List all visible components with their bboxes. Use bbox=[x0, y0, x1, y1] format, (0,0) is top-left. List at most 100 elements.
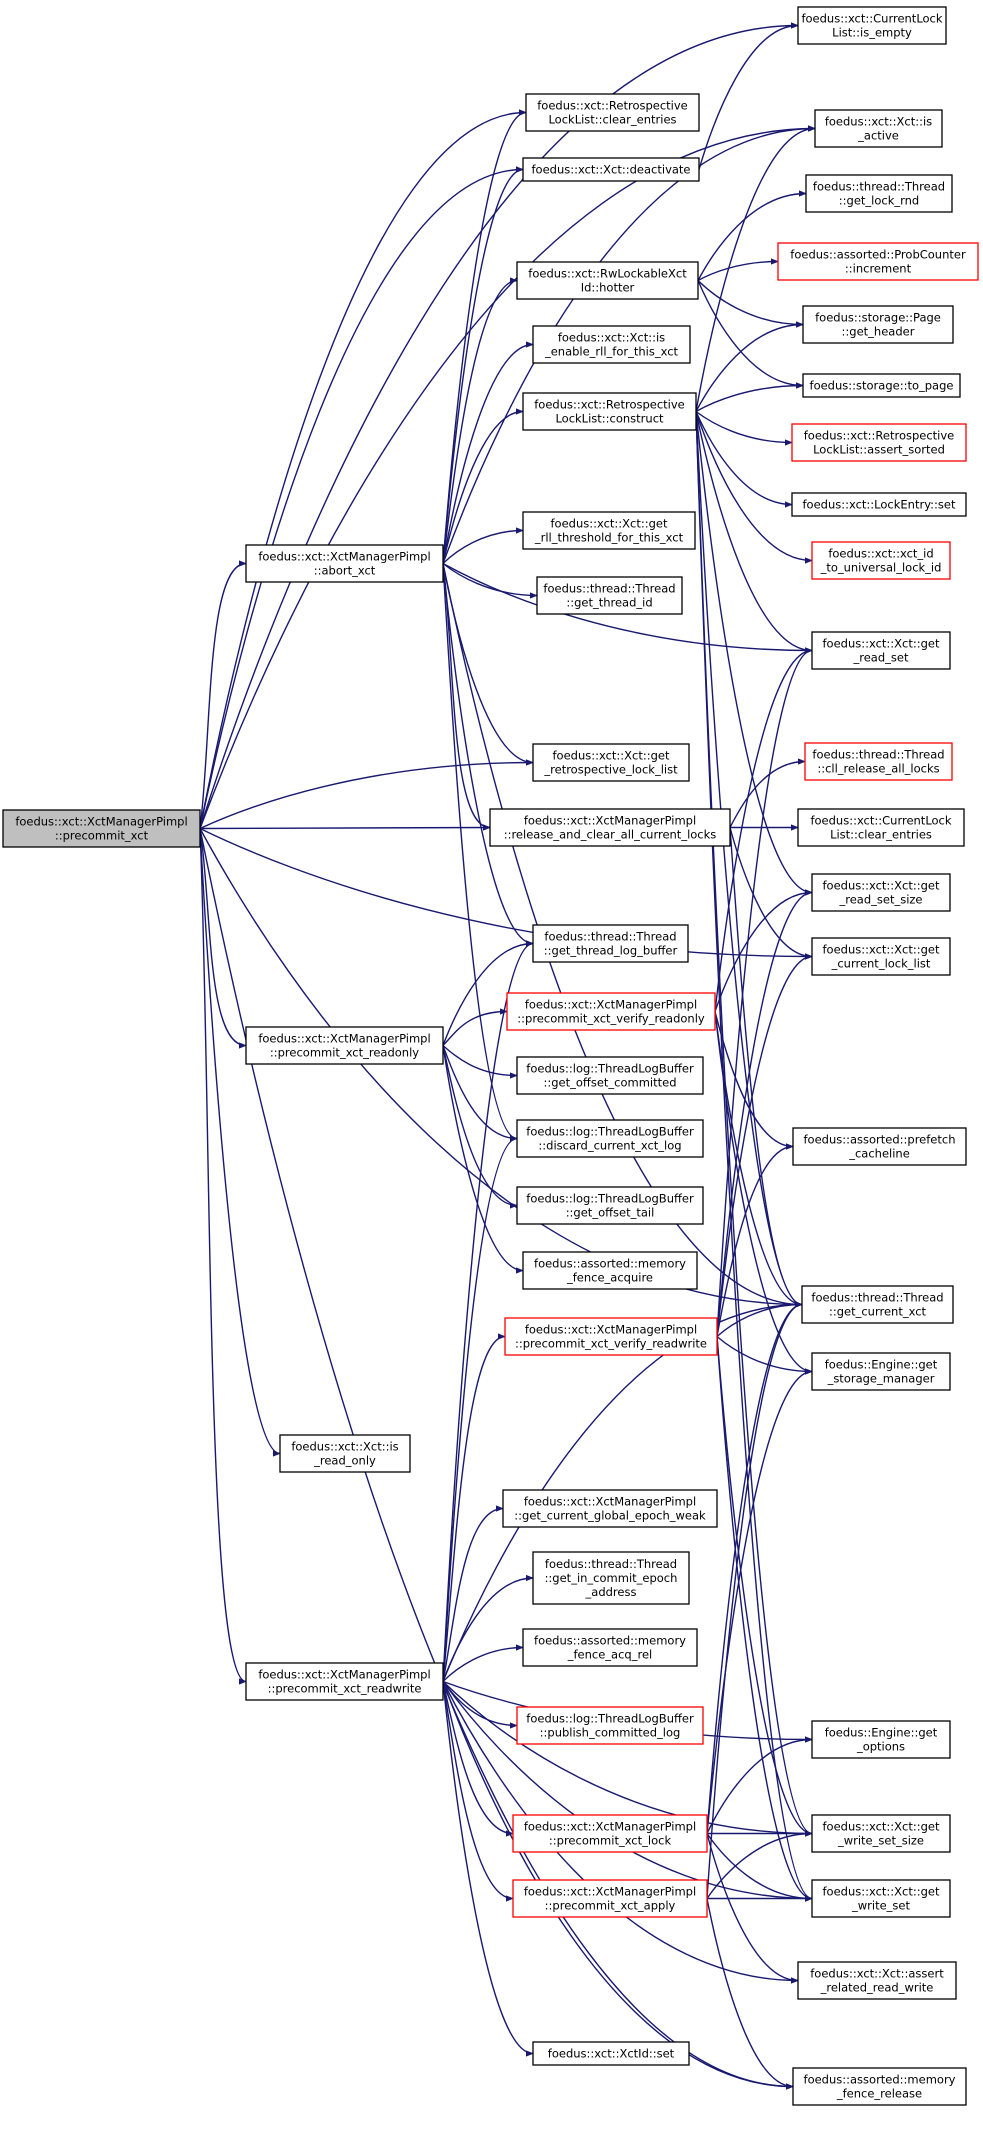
edges-layer bbox=[199, 22, 816, 2090]
node-prefetch_cacheline[interactable]: foedus::assorted::prefetch_cacheline bbox=[792, 1127, 967, 1166]
node-label-line: foedus::xct::Xct::is bbox=[291, 1440, 398, 1454]
node-label-line: foedus::xct::XctManagerPimpl bbox=[525, 998, 697, 1012]
edge-abort_xct-to-deactivate bbox=[442, 166, 524, 564]
edge-verify_readwrite-to-get_storage_manager bbox=[716, 1335, 813, 1375]
node-get_options[interactable]: foedus::Engine::get_options bbox=[811, 1720, 951, 1759]
node-assert_sorted[interactable]: foedus::xct::RetrospectiveLockList::asse… bbox=[791, 423, 967, 462]
node-box bbox=[802, 373, 961, 398]
node-box bbox=[532, 325, 691, 364]
node-get_offset_tail[interactable]: foedus::log::ThreadLogBuffer::get_offset… bbox=[516, 1186, 704, 1225]
node-publish_committed_log[interactable]: foedus::log::ThreadLogBuffer::publish_co… bbox=[516, 1706, 704, 1745]
node-precommit_xct[interactable]: foedus::xct::XctManagerPimpl::precommit_… bbox=[2, 809, 201, 848]
node-box bbox=[532, 1551, 690, 1605]
node-box bbox=[792, 2067, 967, 2106]
node-label-line: foedus::xct::Xct::get bbox=[822, 879, 940, 893]
node-label-line: foedus::Engine::get bbox=[825, 1358, 938, 1372]
node-precommit_readwrite[interactable]: foedus::xct::XctManagerPimpl::precommit_… bbox=[245, 1662, 444, 1701]
node-abort_xct[interactable]: foedus::xct::XctManagerPimpl::abort_xct bbox=[245, 544, 444, 583]
edge-precommit_xct-to-is_empty bbox=[199, 22, 799, 829]
node-xctid_set[interactable]: foedus::xct::XctId::set bbox=[532, 2041, 690, 2066]
node-get_lock_rnd[interactable]: foedus::thread::Thread::get_lock_rnd bbox=[805, 174, 953, 213]
node-get_retrospective[interactable]: foedus::xct::Xct::get_retrospective_lock… bbox=[532, 743, 690, 782]
node-box bbox=[811, 541, 951, 580]
node-verify_readonly[interactable]: foedus::xct::XctManagerPimpl::precommit_… bbox=[506, 992, 716, 1031]
node-get_current_xct[interactable]: foedus::thread::Thread::get_current_xct bbox=[801, 1285, 954, 1324]
edge-abort_xct-to-construct bbox=[442, 408, 524, 564]
node-get_offset_committed[interactable]: foedus::log::ThreadLogBuffer::get_offset… bbox=[516, 1056, 704, 1095]
node-get_thread_id[interactable]: foedus::thread::Thread::get_thread_id bbox=[536, 576, 683, 615]
edge-precommit_readwrite-to-get_in_commit_epoch_address bbox=[442, 1574, 534, 1682]
node-label-line: foedus::thread::Thread bbox=[544, 930, 676, 944]
node-to_page[interactable]: foedus::storage::to_page bbox=[802, 373, 961, 398]
node-get_rll_threshold[interactable]: foedus::xct::Xct::get_rll_threshold_for_… bbox=[522, 511, 696, 550]
node-box bbox=[805, 174, 953, 213]
edge-abort_xct-to-discard_current_xct_log bbox=[442, 563, 518, 1142]
node-label-line: foedus::log::ThreadLogBuffer bbox=[526, 1062, 694, 1076]
node-get_in_commit_epoch_address[interactable]: foedus::thread::Thread::get_in_commit_ep… bbox=[532, 1551, 690, 1605]
node-is_active[interactable]: foedus::xct::Xct::is_active bbox=[814, 109, 943, 148]
node-clear_entries_cll[interactable]: foedus::xct::CurrentLockList::clear_entr… bbox=[797, 808, 965, 847]
node-xct_id_to_universal[interactable]: foedus::xct::xct_id_to_universal_lock_id bbox=[811, 541, 951, 580]
node-label-line: ::get_header bbox=[842, 325, 915, 339]
edge-hotter-to-get_header bbox=[697, 279, 804, 328]
node-verify_readwrite[interactable]: foedus::xct::XctManagerPimpl::precommit_… bbox=[504, 1317, 718, 1356]
node-label-line: _to_universal_lock_id bbox=[820, 561, 942, 575]
node-box bbox=[792, 1127, 967, 1166]
edge-precommit_readwrite-to-get_thread_log_buffer bbox=[442, 940, 534, 1682]
node-get_header[interactable]: foedus::storage::Page::get_header bbox=[802, 305, 954, 344]
node-precommit_readonly[interactable]: foedus::xct::XctManagerPimpl::precommit_… bbox=[245, 1026, 444, 1065]
node-deactivate[interactable]: foedus::xct::Xct::deactivate bbox=[522, 157, 700, 182]
node-label-line: foedus::storage::Page bbox=[815, 311, 941, 325]
edge-precommit_xct-to-deactivate bbox=[199, 166, 524, 829]
node-memory_fence_release[interactable]: foedus::assorted::memory_fence_release bbox=[792, 2067, 967, 2106]
node-label-line: ::increment bbox=[845, 262, 912, 276]
node-clear_entries_rll[interactable]: foedus::xct::RetrospectiveLockList::clea… bbox=[525, 93, 700, 132]
node-get_thread_log_buffer[interactable]: foedus::thread::Thread::get_thread_log_b… bbox=[532, 924, 689, 963]
edge-precommit_xct-to-release_and_clear bbox=[199, 824, 491, 831]
node-assert_related_read_write[interactable]: foedus::xct::Xct::assert_related_read_wr… bbox=[797, 1961, 957, 2000]
node-box bbox=[801, 1285, 954, 1324]
node-precommit_xct_apply[interactable]: foedus::xct::XctManagerPimpl::precommit_… bbox=[512, 1879, 708, 1918]
node-box bbox=[506, 992, 716, 1031]
edge-abort_xct-to-get_current_xct bbox=[442, 563, 803, 1308]
node-label-line: foedus::xct::Retrospective bbox=[534, 398, 685, 412]
node-get_write_set[interactable]: foedus::xct::Xct::get_write_set bbox=[811, 1879, 951, 1918]
node-get_read_set[interactable]: foedus::xct::Xct::get_read_set bbox=[811, 631, 951, 670]
node-get_current_lock_list[interactable]: foedus::xct::Xct::get_current_lock_list bbox=[811, 937, 951, 976]
node-precommit_xct_lock[interactable]: foedus::xct::XctManagerPimpl::precommit_… bbox=[512, 1814, 708, 1853]
node-label-line: _retrospective_lock_list bbox=[543, 763, 678, 777]
node-lockentry_set[interactable]: foedus::xct::LockEntry::set bbox=[791, 492, 967, 517]
edge-precommit_readonly-to-memory_fence_acquire bbox=[442, 1045, 524, 1274]
node-release_and_clear[interactable]: foedus::xct::XctManagerPimpl::release_an… bbox=[489, 808, 731, 847]
node-label-line: _related_read_write bbox=[820, 1981, 934, 1995]
node-increment[interactable]: foedus::assorted::ProbCounter::increment bbox=[777, 242, 979, 281]
node-label-line: LockList::clear_entries bbox=[548, 113, 676, 127]
node-label-line: foedus::xct::Xct::get bbox=[822, 943, 940, 957]
node-box bbox=[797, 808, 965, 847]
node-label-line: _enable_rll_for_this_xct bbox=[544, 345, 679, 359]
node-get_current_global_epoch_weak[interactable]: foedus::xct::XctManagerPimpl::get_curren… bbox=[502, 1489, 718, 1528]
edge-precommit_xct-to-clear_entries_rll bbox=[199, 109, 527, 829]
node-get_storage_manager[interactable]: foedus::Engine::get_storage_manager bbox=[811, 1352, 951, 1391]
node-memory_fence_acq_rel[interactable]: foedus::assorted::memory_fence_acq_rel bbox=[522, 1628, 698, 1667]
node-label-line: Id::hotter bbox=[581, 281, 635, 295]
node-label-line: foedus::xct::XctManagerPimpl bbox=[258, 1668, 430, 1682]
node-label-line: foedus::xct::Xct::get bbox=[552, 749, 670, 763]
node-is_read_only[interactable]: foedus::xct::Xct::is_read_only bbox=[279, 1434, 411, 1473]
node-memory_fence_acquire[interactable]: foedus::assorted::memory_fence_acquire bbox=[522, 1251, 698, 1290]
node-get_read_set_size[interactable]: foedus::xct::Xct::get_read_set_size bbox=[811, 873, 951, 912]
node-cll_release[interactable]: foedus::thread::Thread::cll_release_all_… bbox=[804, 742, 953, 781]
node-is_enable_rll[interactable]: foedus::xct::Xct::is_enable_rll_for_this… bbox=[532, 325, 691, 364]
edge-abort_xct-to-get_thread_id bbox=[442, 562, 538, 599]
node-box bbox=[512, 1879, 708, 1918]
node-label-line: foedus::assorted::memory bbox=[804, 2073, 956, 2087]
node-get_write_set_size[interactable]: foedus::xct::Xct::get_write_set_size bbox=[811, 1814, 951, 1853]
node-construct[interactable]: foedus::xct::RetrospectiveLockList::cons… bbox=[522, 392, 697, 431]
node-box bbox=[522, 1251, 698, 1290]
node-label-line: ::get_current_global_epoch_weak bbox=[514, 1509, 706, 1523]
node-box bbox=[811, 937, 951, 976]
node-discard_current_xct_log[interactable]: foedus::log::ThreadLogBuffer::discard_cu… bbox=[516, 1119, 704, 1158]
edge-abort_xct-to-is_enable_rll bbox=[442, 341, 534, 564]
